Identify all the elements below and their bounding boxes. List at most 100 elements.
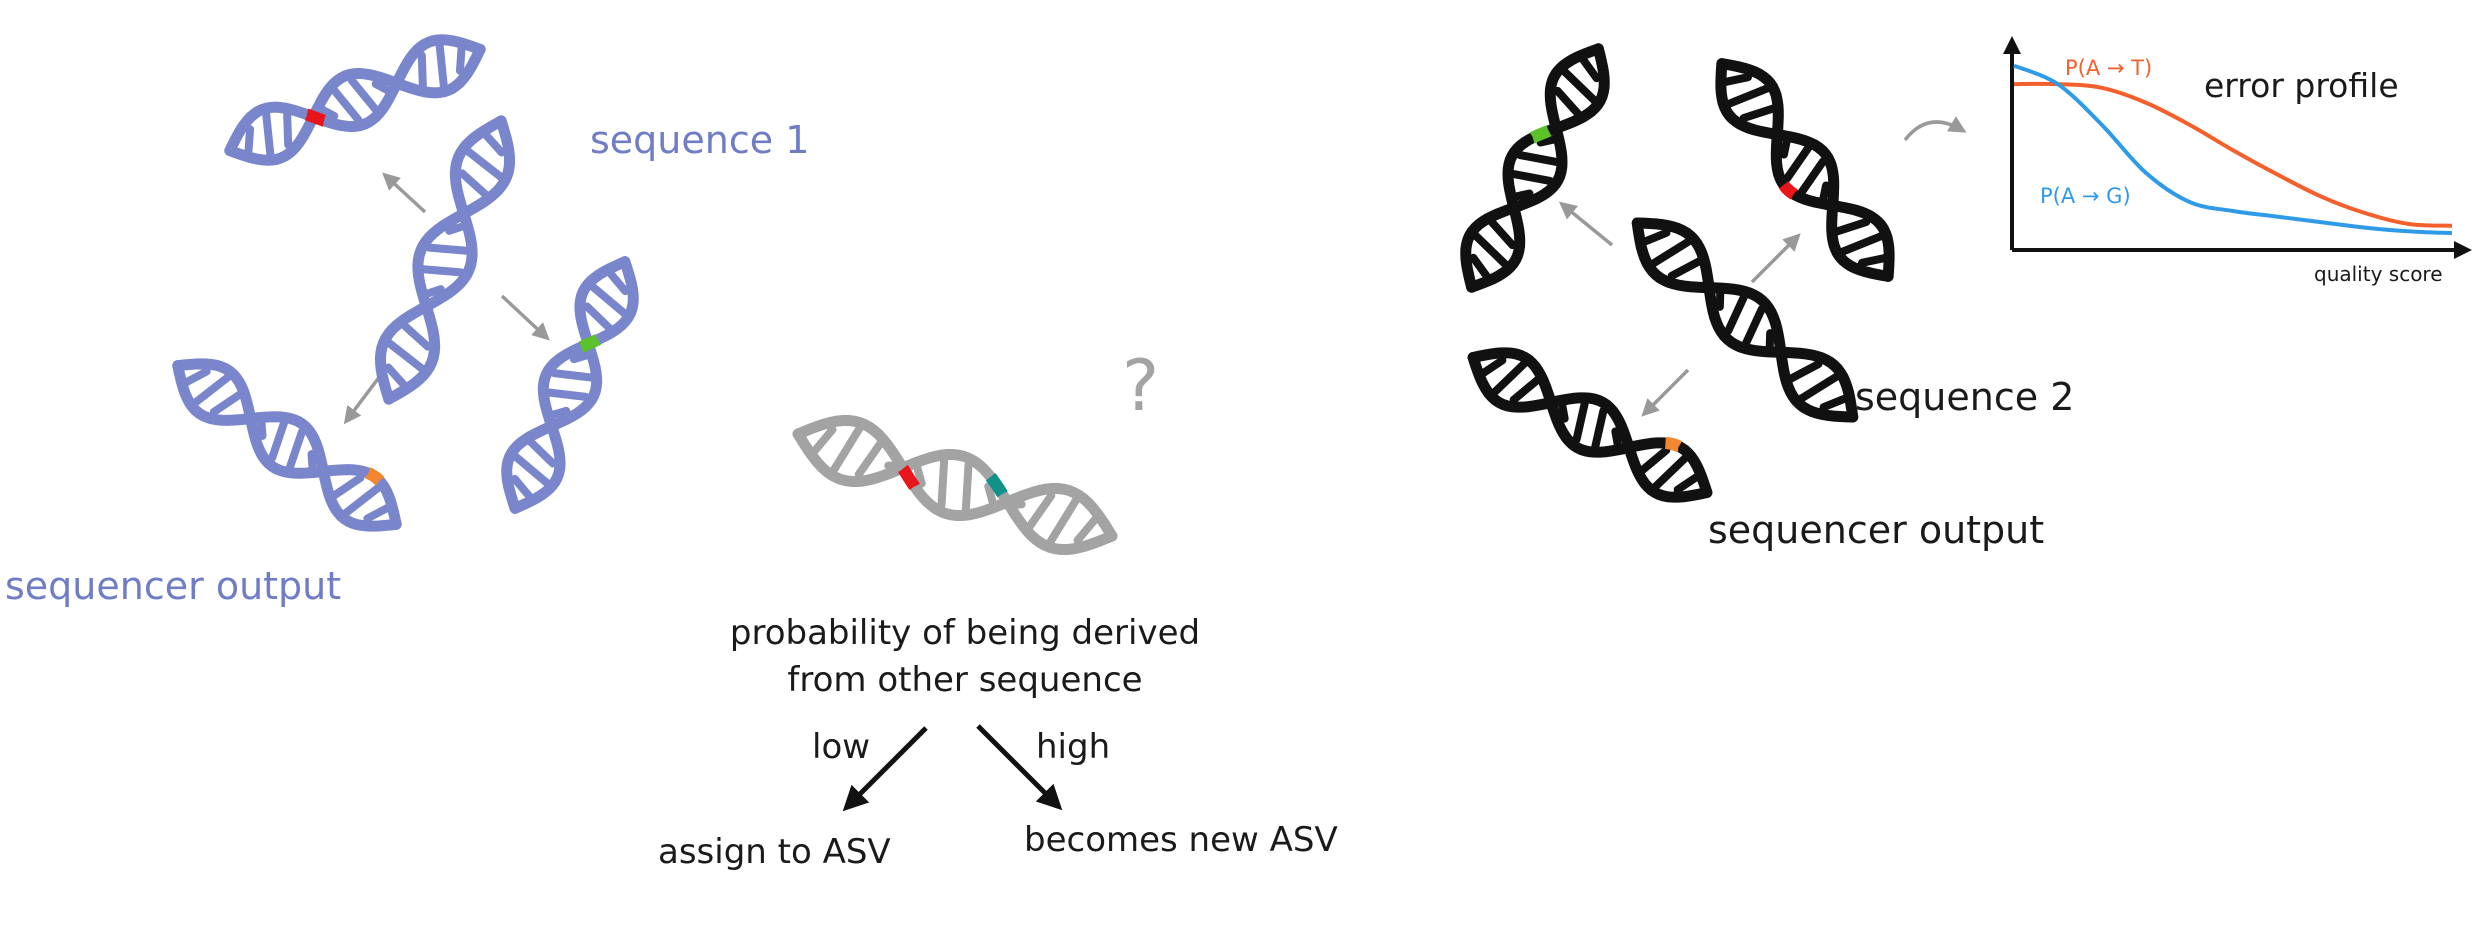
base-pair-rung	[1590, 406, 1608, 454]
arrow-to-left-read	[343, 370, 385, 425]
sequencer-output-label-left: sequencer output	[5, 564, 342, 608]
backbone-strand-b	[501, 256, 631, 514]
base-pair-rung	[583, 302, 617, 335]
base-pair-rung	[1783, 141, 1815, 183]
mutation-mark	[1778, 181, 1799, 200]
helix-left-center	[374, 115, 516, 405]
base-pair-rung	[327, 473, 365, 502]
base-pair-rung	[1572, 396, 1590, 444]
arrow-low	[842, 726, 928, 812]
base-pair-rung	[1559, 66, 1599, 105]
base-pair-rung	[1723, 84, 1772, 109]
low-label: low	[812, 727, 871, 767]
base-pair-rung	[1506, 169, 1554, 185]
base-pair-rung	[385, 338, 428, 374]
backbone-strand-b	[224, 34, 486, 157]
backbone-strand-a	[792, 428, 1118, 555]
base-pair-rung	[1489, 359, 1529, 398]
arrow-to-top-read	[382, 172, 427, 214]
base-pair-rung	[341, 482, 384, 518]
base-pair-rung	[1073, 511, 1103, 545]
dna-helices	[172, 34, 1895, 555]
base-pair-rung	[1635, 446, 1671, 477]
arrow-to-error-profile	[1903, 116, 1967, 142]
base-pair-rung	[425, 243, 474, 255]
base-pair-rung	[283, 105, 293, 149]
backbone-strand-a	[509, 256, 639, 514]
base-pair-rung	[807, 425, 837, 459]
helix-right-center	[1631, 217, 1859, 423]
backbone-strand-b	[1460, 43, 1604, 293]
base-pair-rung	[262, 109, 275, 161]
arrow-to-right-read	[500, 294, 550, 341]
base-pair-rung	[1509, 373, 1545, 404]
base-pair-rung	[1046, 494, 1082, 547]
base-pair-rung	[347, 76, 382, 116]
backbone-strand-a	[1467, 352, 1713, 503]
base-pair-rung	[1797, 371, 1842, 403]
backbone-strand-a	[224, 43, 486, 166]
helix-right-top	[1715, 58, 1895, 282]
base-pair-rung	[937, 453, 949, 509]
base-pair-rung	[458, 169, 493, 201]
base-pair-rung	[1795, 157, 1827, 199]
base-pair-rung	[523, 435, 557, 468]
helix-left-top	[224, 34, 486, 166]
base-pair-rung	[462, 146, 505, 182]
chart-x-axis-label: quality score	[2314, 262, 2443, 286]
base-pair-rung	[854, 436, 887, 479]
base-pair-rung	[1739, 103, 1781, 123]
backbone-strand-a	[1466, 43, 1610, 293]
base-pair-rung	[511, 452, 553, 489]
error-profile-chart	[2003, 36, 2472, 259]
base-pair-rung	[1838, 231, 1887, 256]
sequence-2-label: sequence 2	[1855, 375, 2075, 419]
series-label-a-to-g: P(A → G)	[2040, 184, 2131, 208]
base-pair-rung	[328, 84, 363, 124]
helix-right-left	[1460, 43, 1610, 293]
chart-x-axis-arrowhead	[2454, 241, 2472, 259]
left-cluster-arrows	[343, 172, 550, 425]
backbone-strand-b	[792, 415, 1118, 542]
base-pair-rung	[1724, 290, 1750, 335]
mutation-mark	[898, 464, 920, 491]
base-pair-rung	[550, 369, 599, 382]
base-pair-rung	[828, 423, 864, 476]
base-pair-rung	[1740, 305, 1766, 350]
backbone-strand-b	[374, 115, 507, 405]
base-pair-rung	[541, 388, 590, 401]
backbone-strand-a	[383, 115, 516, 405]
helix-middle-grey	[792, 415, 1118, 555]
base-pair-rung	[435, 39, 448, 91]
base-pair-rung	[1829, 217, 1871, 237]
sequencer-output-label-right: sequencer output	[1708, 508, 2045, 552]
high-label: high	[1036, 727, 1111, 767]
arrow-to-left-read-2	[1558, 201, 1614, 247]
backbone-strand-a	[1715, 58, 1894, 282]
base-pair-rung	[1651, 452, 1691, 491]
base-pair-rung	[1648, 237, 1693, 269]
base-pair-rung	[268, 415, 290, 463]
helix-left-right	[501, 256, 639, 514]
probability-line-1: probability of being derived	[729, 613, 1201, 653]
base-pair-rung	[1783, 360, 1823, 385]
assign-to-asv-label: assign to ASV	[658, 832, 891, 872]
base-pair-rung	[1516, 151, 1564, 167]
mutation-mark	[578, 334, 601, 353]
base-pair-rung	[416, 265, 465, 277]
chart-y-axis-arrowhead	[2003, 36, 2021, 54]
base-pair-rung	[1667, 255, 1707, 280]
arrow-to-top-read-2	[1750, 233, 1801, 284]
base-pair-rung	[587, 281, 629, 318]
helix-right-bottom	[1467, 347, 1713, 503]
base-pair-rung	[190, 372, 233, 408]
decision-arrows	[842, 724, 1063, 812]
arrow-high	[976, 724, 1063, 811]
mutation-mark	[985, 473, 1008, 498]
right-cluster-arrows	[1558, 116, 1967, 417]
mutation-mark	[1529, 125, 1552, 144]
backbone-strand-a	[1631, 217, 1859, 423]
question-mark: ?	[1122, 345, 1160, 427]
